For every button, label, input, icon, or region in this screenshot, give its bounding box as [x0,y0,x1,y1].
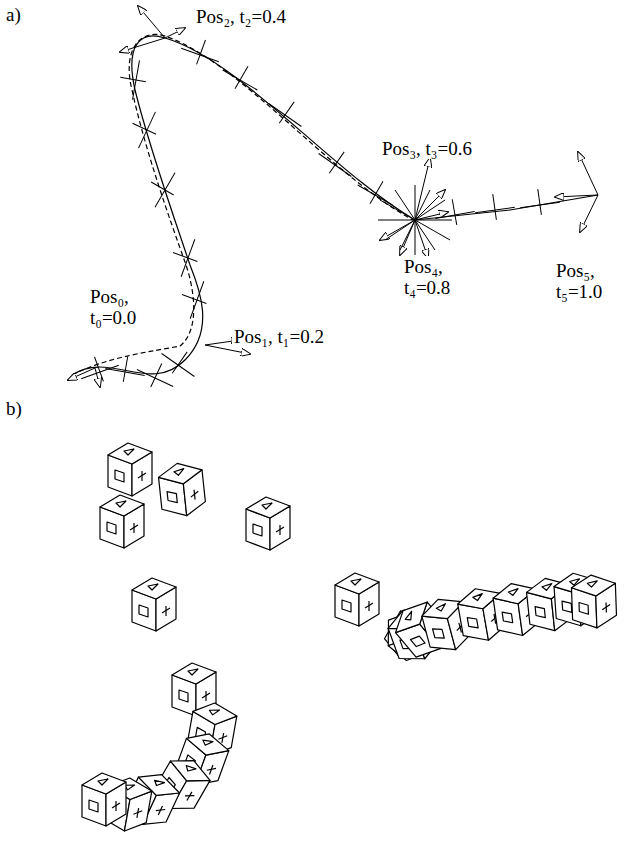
position-label: Pos₃, t₃=0.6 [380,138,474,159]
cube-sequence [82,443,617,834]
position-label: Pos₄, t₄=0.8 [402,256,474,298]
position-label: Pos₂, t₂=0.4 [194,6,288,27]
interpolated-path [72,34,598,375]
frame-ticks [76,33,561,395]
panel-label: a) [4,4,23,25]
position-label: Pos₁, t₁=0.2 [232,326,326,347]
frame-star [378,185,452,255]
position-label: Pos₀, t₀=0.0 [88,286,160,328]
position-label: Pos₅, t₅=1.0 [554,260,626,302]
frame-arrows [68,6,598,387]
panel-label: b) [4,398,24,419]
